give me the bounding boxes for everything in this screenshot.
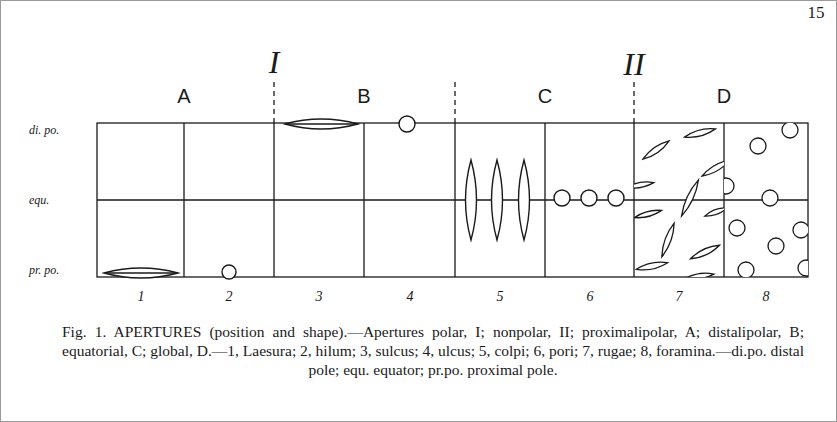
group-numeral: I (269, 46, 280, 78)
row-label: pr. po. (29, 264, 59, 276)
column-number: 2 (226, 290, 233, 304)
column-number: 8 (763, 290, 770, 304)
column-number: 1 (138, 290, 145, 304)
column-number: 4 (407, 290, 414, 304)
figure-caption: Fig. 1. APERTURES (position and shape).—… (62, 322, 804, 379)
group-letter: B (357, 86, 370, 106)
column-number: 3 (316, 290, 323, 304)
page-number: 15 (808, 4, 825, 21)
column-number: 7 (676, 290, 683, 304)
group-numeral: II (623, 48, 644, 80)
group-letter: A (177, 86, 190, 106)
group-letter: C (538, 86, 552, 106)
row-label: equ. (29, 194, 49, 206)
row-label: di. po. (29, 124, 59, 136)
column-number: 5 (497, 290, 504, 304)
column-number: 6 (587, 290, 594, 304)
group-letter: D (717, 86, 731, 106)
